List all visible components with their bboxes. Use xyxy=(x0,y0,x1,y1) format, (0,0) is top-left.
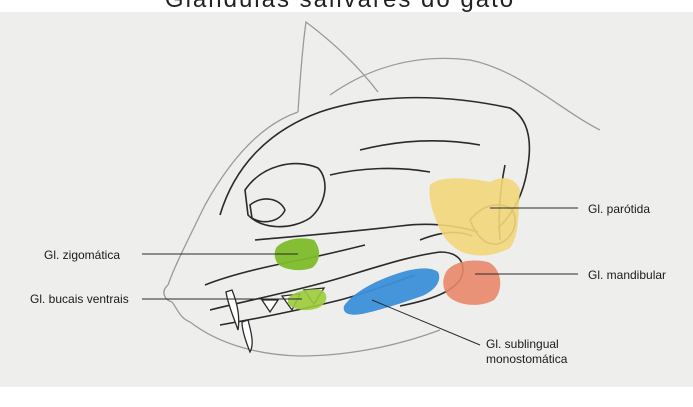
glands xyxy=(275,178,520,315)
bottom-margin xyxy=(0,387,693,407)
chin-contour xyxy=(190,322,440,356)
label-sublingual-line2: monostomática xyxy=(486,352,567,366)
nose-contour xyxy=(164,285,190,322)
label-mandibular: Gl. mandibular xyxy=(588,268,666,282)
label-parotida: Gl. parótida xyxy=(588,202,650,216)
buccal-gland xyxy=(288,289,326,310)
orbit-inner xyxy=(250,199,285,222)
leader-sublingual xyxy=(372,300,480,345)
ear-outline xyxy=(298,22,378,112)
orbit xyxy=(245,164,325,227)
premolar-1 xyxy=(262,300,278,312)
lower-canine xyxy=(242,320,252,352)
parotid-gland xyxy=(429,178,520,255)
cranial-ridge xyxy=(360,141,480,150)
label-sublingual-line1: Gl. sublingual xyxy=(486,337,559,351)
label-zigomatica: Gl. zigomática xyxy=(44,248,120,262)
cranial-line xyxy=(330,168,430,175)
ear-back xyxy=(330,58,600,130)
label-bucais: Gl. bucais ventrais xyxy=(30,292,129,306)
mandibular-gland xyxy=(443,260,500,304)
